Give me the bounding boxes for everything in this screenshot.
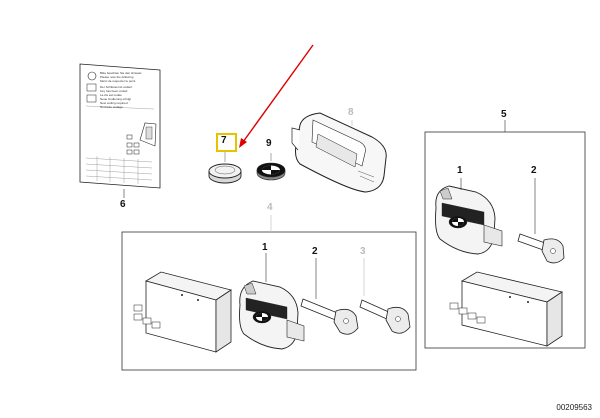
drawing-code: 00209563 xyxy=(556,403,592,412)
bmw-emblem-icon xyxy=(256,153,286,181)
battery-drawing xyxy=(208,150,242,184)
key-blade-left xyxy=(300,298,359,335)
leaflet-text-top: Bitte beachten Sie den Hinweis Please no… xyxy=(100,71,142,83)
label-part-2-right[interactable]: 2 xyxy=(531,165,537,176)
label-part-3[interactable]: 3 xyxy=(360,246,366,257)
part-7-highlight xyxy=(216,133,237,152)
leaflet-text-mid: Der Schlüssel ist codiert Key has been c… xyxy=(100,85,133,97)
frame-part-4 xyxy=(121,231,417,371)
label-part-7[interactable]: 7 xyxy=(221,135,227,146)
key-fob-left xyxy=(239,280,305,350)
label-part-6[interactable]: 6 xyxy=(120,199,126,210)
red-arrow-icon xyxy=(239,44,314,148)
label-part-2-left[interactable]: 2 xyxy=(312,246,318,257)
key-housing-drawing xyxy=(291,112,387,193)
leaflet-text-low: Neue Codierung erfolgt New coding requir… xyxy=(100,97,132,109)
key-blade-part-3 xyxy=(359,258,411,334)
key-blade-right xyxy=(517,233,565,264)
label-part-4[interactable]: 4 xyxy=(267,202,273,213)
key-fob-right xyxy=(435,185,503,255)
label-part-5[interactable]: 5 xyxy=(501,109,507,120)
label-part-8[interactable]: 8 xyxy=(348,107,354,118)
control-module-left xyxy=(133,271,232,353)
control-module-right xyxy=(449,271,563,347)
leaflet-drawing xyxy=(79,63,161,189)
label-part-1-right[interactable]: 1 xyxy=(457,165,463,176)
label-part-1-left[interactable]: 1 xyxy=(262,242,268,253)
label-part-9[interactable]: 9 xyxy=(266,138,272,149)
